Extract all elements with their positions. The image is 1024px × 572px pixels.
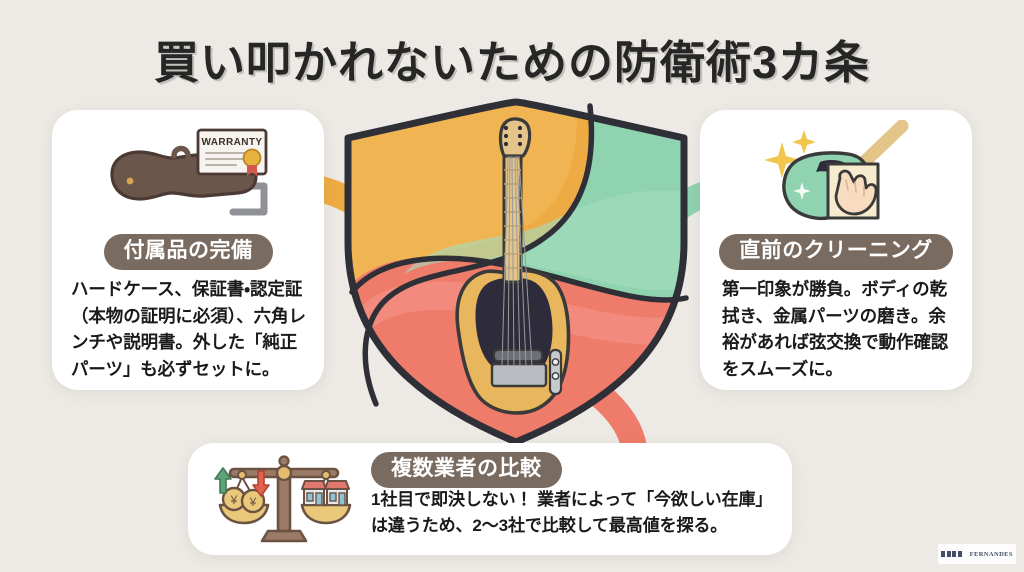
shop-building-1 — [301, 480, 327, 506]
telecaster-guitar — [455, 117, 571, 415]
shield-outline — [344, 98, 688, 446]
warranty-certificate-label: WARRANTY — [202, 137, 263, 148]
balance-scale-comparison-icon: ¥ ¥ — [214, 455, 352, 543]
shield-swirl-line-lower — [349, 255, 689, 303]
case-handle-icon — [171, 145, 191, 159]
card-title-row: 直前のクリーニング — [700, 234, 972, 271]
brand-squares-icon — [941, 551, 962, 557]
card-compare-vendors[interactable]: ¥ ¥ — [188, 443, 792, 555]
seal-ribbon-icon — [247, 165, 257, 176]
allen-wrench-icon — [229, 182, 268, 216]
card-cleaning-body: 第一印象が勝負。ボディの乾拭き、金属パーツの磨き。余裕があれば弦交換で動作確認を… — [722, 279, 949, 379]
card-cleaning-title: 直前のクリーニング — [719, 234, 953, 271]
guitar-case-warranty-icon: WARRANTY — [110, 128, 268, 216]
scale-left-hook — [237, 470, 247, 480]
yen-coin-1-symbol: ¥ — [230, 493, 238, 507]
scale-column-icon — [276, 471, 292, 533]
scale-right-hook — [321, 470, 331, 480]
card-title-row: 付属品の完備 — [52, 234, 324, 271]
brand-name-label: FERNANDES — [969, 550, 1013, 558]
card-title-row: 複数業者の比較 — [371, 452, 562, 489]
guitar-tone-knob — [551, 372, 560, 380]
scale-right-pan-icon — [300, 503, 352, 525]
guitar-control-plate — [548, 348, 563, 396]
up-arrow-icon — [214, 467, 232, 494]
guitar-polishing-icon — [764, 120, 909, 221]
guitar-bridge-pickup — [493, 349, 543, 362]
certificate-gold-seal-icon — [242, 148, 262, 168]
central-shield-graphic — [318, 92, 714, 452]
card-compare-title: 複数業者の比較 — [371, 452, 562, 489]
guitar-tuning-pegs — [503, 125, 523, 147]
card-cleaning[interactable]: 直前のクリーニング 第一印象が勝負。ボディの乾拭き、金属パーツの磨き。余裕があれ… — [700, 110, 972, 390]
guitar-strings — [501, 155, 533, 367]
shield-swirl-line-upper — [362, 103, 595, 407]
scale-base-icon — [260, 529, 308, 543]
yen-coin-2 — [240, 488, 266, 514]
card-accessories-title: 付属品の完備 — [103, 234, 273, 271]
page-title: 買い叩かれないための防衛術3カ条 — [153, 37, 871, 88]
sparkle-large-icon — [764, 142, 800, 178]
scale-finial-icon — [278, 455, 290, 467]
scale-pivot-icon — [275, 464, 293, 482]
sparkle-small-icon — [792, 130, 816, 154]
card-accessories[interactable]: WARRANTY 付属品の完備 ハードケース、保証書・認定証（本物の証明に必須）… — [52, 110, 324, 390]
case-latch-icon — [126, 177, 134, 185]
guitar-volume-knob — [551, 358, 560, 366]
sparkle-body-icon — [793, 182, 811, 200]
yen-coin-2-symbol: ¥ — [249, 495, 257, 509]
hand-finger-lines — [845, 179, 865, 197]
shop-building-2 — [324, 480, 350, 506]
brand-logo: FERNANDES — [938, 544, 1016, 564]
guitar-bridge — [490, 362, 548, 388]
card-accessories-body: ハードケース、保証書・認定証（本物の証明に必須）、六角レンチや説明書。外した「純… — [71, 279, 306, 379]
card-compare-body: 1社目で即決しない！ 業者によって「今欲しい在庫」は違うため、2〜3社で比較して… — [371, 490, 773, 536]
down-arrow-icon — [252, 470, 270, 497]
